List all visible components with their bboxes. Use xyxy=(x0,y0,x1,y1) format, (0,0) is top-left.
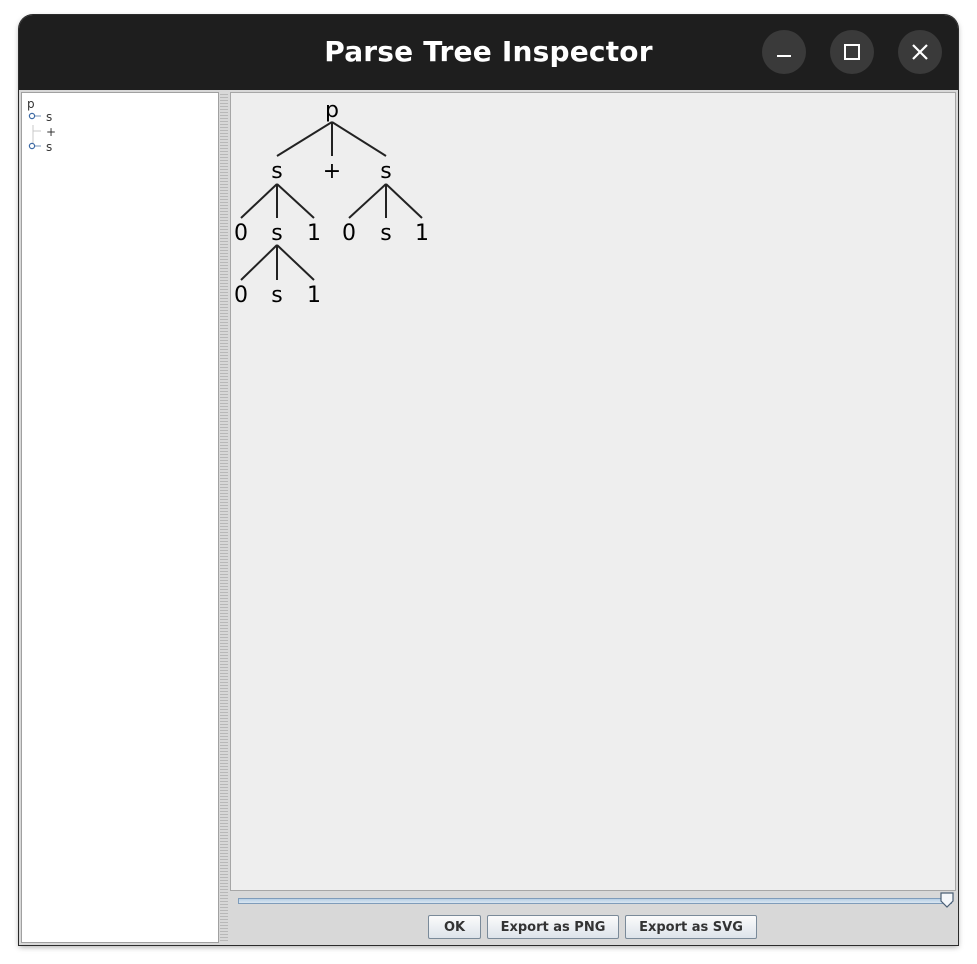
parse-tree-canvas[interactable]: p s + s 0 s 1 0 s 1 0 s 1 xyxy=(230,92,956,891)
export-svg-button[interactable]: Export as SVG xyxy=(625,915,757,939)
window-title: Parse Tree Inspector xyxy=(324,35,653,68)
tree-node-root[interactable]: p xyxy=(27,97,35,111)
button-bar: OK Export as PNG Export as SVG xyxy=(230,912,956,942)
tree-outline-panel[interactable]: p s + s xyxy=(21,92,219,943)
tree-node-s: s xyxy=(271,221,282,246)
tree-node-0: 0 xyxy=(234,221,248,246)
close-button[interactable] xyxy=(898,30,942,74)
tree-node-plus[interactable]: + xyxy=(46,125,57,139)
tree-node-s-right: s xyxy=(380,159,391,184)
slider-thumb-icon[interactable] xyxy=(940,892,954,908)
close-icon xyxy=(912,44,928,60)
export-png-button[interactable]: Export as PNG xyxy=(487,915,619,939)
zoom-slider[interactable] xyxy=(230,891,956,909)
minimize-icon xyxy=(777,55,791,57)
slider-track[interactable] xyxy=(238,898,952,904)
app-window: Parse Tree Inspector p xyxy=(19,15,958,945)
tree-node-0: 0 xyxy=(342,221,356,246)
tree-node-s: s xyxy=(271,283,282,308)
tree-node-s: s xyxy=(380,221,391,246)
tree-node-p: p xyxy=(325,98,339,123)
maximize-icon xyxy=(844,44,860,60)
maximize-button[interactable] xyxy=(830,30,874,74)
tree-node-s-2[interactable]: s xyxy=(46,140,53,154)
minimize-button[interactable] xyxy=(762,30,806,74)
ok-button[interactable]: OK xyxy=(428,915,481,939)
tree-node-1: 1 xyxy=(307,221,321,246)
tree-node-plus: + xyxy=(323,159,341,184)
window-content: p s + s xyxy=(19,90,958,945)
split-pane-divider[interactable] xyxy=(220,92,228,943)
tree-node-s-left: s xyxy=(271,159,282,184)
tree-edges xyxy=(240,121,423,281)
parse-tree-graph: p s + s 0 s 1 0 s 1 0 s 1 xyxy=(234,98,429,308)
title-bar[interactable]: Parse Tree Inspector xyxy=(19,15,958,90)
expand-handle-icon[interactable] xyxy=(28,112,37,121)
tree-node-s-1[interactable]: s xyxy=(46,110,53,124)
expand-handle-icon[interactable] xyxy=(28,142,37,151)
tree-node-1: 1 xyxy=(307,283,321,308)
tree-node-1: 1 xyxy=(415,221,429,246)
tree-node-0: 0 xyxy=(234,283,248,308)
